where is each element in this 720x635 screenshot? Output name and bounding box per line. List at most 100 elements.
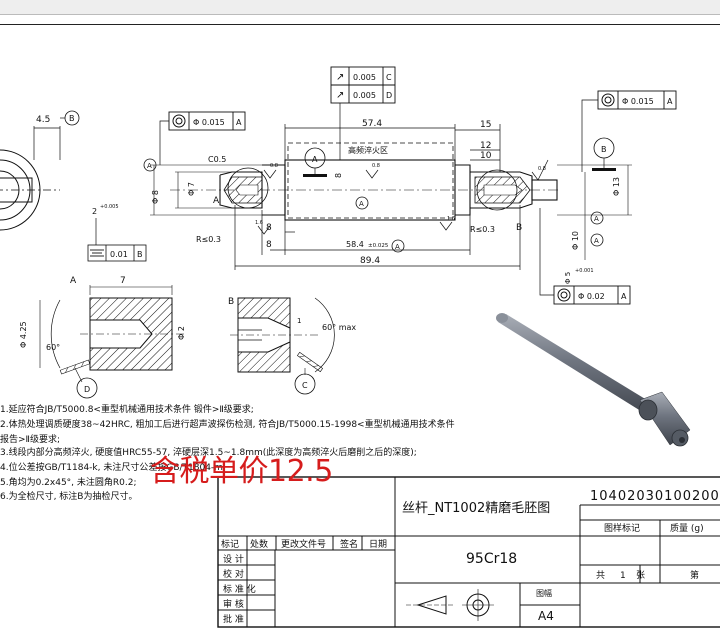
svg-text:B: B bbox=[601, 145, 607, 154]
runout-icon: ↗ bbox=[336, 90, 344, 101]
ra-0-8b: 0.8 bbox=[270, 163, 278, 169]
svg-text:B: B bbox=[137, 250, 143, 259]
svg-text:C: C bbox=[302, 381, 308, 390]
dim-phi-5-tol: +0.001 bbox=[575, 268, 594, 274]
third-angle-projection-icon bbox=[406, 589, 494, 621]
role-2: 标 准 化 bbox=[223, 583, 256, 595]
svg-text:A: A bbox=[236, 118, 242, 127]
svg-text:2: 2 bbox=[92, 207, 97, 216]
dim-phi-10: Φ 10 bbox=[571, 231, 580, 250]
drawing-frame-top-border bbox=[0, 24, 720, 25]
concentricity-icon bbox=[557, 288, 571, 302]
svg-text:A: A bbox=[594, 215, 599, 223]
svg-text:A: A bbox=[312, 155, 318, 164]
label-total: 共 bbox=[596, 570, 605, 581]
dim-phi-7: Φ 7 bbox=[187, 182, 196, 196]
dim-58-4-tol: ±0.025 bbox=[368, 243, 389, 249]
role-4: 批 准 bbox=[223, 613, 244, 625]
ra-0-8a: 0.8 bbox=[372, 163, 380, 169]
dim-89-4: 89.4 bbox=[360, 256, 380, 266]
bottom-dimensions bbox=[234, 205, 521, 270]
format-value: A4 bbox=[538, 609, 554, 623]
dim-4-5: 4.5 bbox=[33, 115, 61, 160]
dim-r-0-3-right: R≤0.3 bbox=[470, 225, 495, 234]
top-dimensions bbox=[284, 124, 501, 172]
svg-text:60° max: 60° max bbox=[322, 323, 356, 332]
dim-15: 15 bbox=[480, 120, 491, 130]
note-6: 5.角均为0.2x45°, 未注圆角R0.2; bbox=[0, 478, 137, 488]
dim-8b: 8 bbox=[266, 240, 272, 250]
fcf-concentricity-bottom: Φ 0.02 A bbox=[539, 208, 631, 305]
shaft-3d-render bbox=[496, 313, 691, 447]
format-label: 图幅 bbox=[536, 588, 552, 598]
surface-finish-marks bbox=[257, 159, 549, 235]
svg-text:D: D bbox=[84, 385, 90, 394]
datum-marker-a-main: A bbox=[303, 147, 327, 177]
svg-text:7: 7 bbox=[120, 276, 126, 286]
label-mass: 质量 (g) bbox=[670, 522, 704, 534]
svg-text:1: 1 bbox=[297, 317, 301, 325]
svg-text:C: C bbox=[386, 73, 392, 82]
dim-phi-13: Φ 13 bbox=[612, 177, 621, 196]
right-center-hole-section bbox=[474, 176, 531, 204]
label-page: 第 bbox=[690, 569, 699, 581]
svg-text:+0.005: +0.005 bbox=[100, 204, 119, 210]
dim-phi-5: Φ 5 bbox=[564, 272, 572, 284]
datum-marker-b-right: B bbox=[592, 137, 616, 171]
note-7: 6.为全检尺寸, 标注B为抽检尺寸。 bbox=[0, 492, 138, 502]
datum-marker-a-right1: A bbox=[590, 211, 604, 225]
dim-10: 10 bbox=[480, 151, 492, 161]
rev-header-2: 更改文件号 bbox=[281, 538, 326, 550]
dim-phi-8: Φ 8 bbox=[151, 190, 160, 204]
ra-1-6b: 1.6 bbox=[255, 220, 263, 226]
svg-text:60°: 60° bbox=[46, 343, 60, 352]
note-3: 报告>Ⅱ级要求; bbox=[0, 435, 61, 445]
ra-1-6a: 1.6 bbox=[447, 216, 455, 222]
fcf-symmetry: 2 +0.005 0.01 B bbox=[87, 204, 147, 262]
svg-text:Φ 0.02: Φ 0.02 bbox=[578, 292, 605, 301]
svg-text:A: A bbox=[359, 200, 364, 208]
svg-text:A: A bbox=[213, 196, 220, 206]
svg-text:0.01: 0.01 bbox=[110, 250, 128, 259]
dim-c0-5: C0.5 bbox=[208, 155, 226, 164]
dim-8a: 8 bbox=[266, 223, 272, 233]
runout-icon: ↗ bbox=[336, 72, 344, 83]
label-sheet: 张 bbox=[636, 570, 645, 581]
rev-header-4: 日期 bbox=[369, 539, 387, 550]
material: 95Cr18 bbox=[466, 551, 517, 567]
svg-text:Φ 0.015: Φ 0.015 bbox=[193, 118, 225, 127]
fcf-runout-group: ↗ 0.005 C ↗ 0.005 D bbox=[330, 66, 396, 160]
price-overlay: 含税单价12.5 bbox=[150, 454, 333, 489]
dim-r-0-3-left: R≤0.3 bbox=[196, 235, 221, 244]
concentricity-icon bbox=[172, 114, 186, 128]
svg-text:B: B bbox=[516, 223, 522, 233]
svg-text:B: B bbox=[69, 114, 75, 123]
viewer-toolbar-strip bbox=[0, 0, 720, 15]
dim-57-4: 57.4 bbox=[362, 119, 382, 129]
rev-header-0: 标记 bbox=[221, 538, 239, 550]
concentricity-icon bbox=[601, 93, 615, 107]
hardened-zone: 高频淬火区 bbox=[287, 142, 454, 219]
left-center-hole-section bbox=[223, 176, 263, 204]
datum-marker-a-right2: A bbox=[590, 233, 604, 247]
detail-a-view: A 7 Φ 4.25 60° Φ 2 D bbox=[19, 276, 186, 399]
zone-label: 高频淬火区 bbox=[348, 145, 388, 155]
svg-text:D: D bbox=[386, 91, 392, 100]
note-1: 1.延应符合JB/T5000.8<重型机械通用技术条件 锻件>Ⅱ级要求; bbox=[0, 405, 254, 415]
rev-header-1: 处数 bbox=[250, 538, 268, 550]
svg-text:A: A bbox=[594, 237, 599, 245]
dim-8-label: 8 bbox=[334, 173, 343, 178]
fcf-concentricity-left: Φ 0.015 A bbox=[159, 111, 246, 165]
svg-text:A: A bbox=[70, 276, 77, 286]
svg-text:A: A bbox=[621, 292, 627, 301]
role-3: 审 核 bbox=[223, 598, 244, 610]
dim-phi-lines bbox=[150, 164, 632, 260]
dim-12: 12 bbox=[480, 141, 491, 151]
svg-text:A: A bbox=[667, 97, 673, 106]
detail-circle-a: A bbox=[213, 167, 269, 209]
datum-marker-a-bottom: A bbox=[391, 239, 405, 253]
detail-circle-b: B bbox=[476, 169, 522, 233]
svg-text:0.005: 0.005 bbox=[353, 91, 376, 100]
note-5: 4.位公差按GB/T1184-k, 未注尺寸公差按GB/T1804-m; bbox=[0, 463, 226, 473]
fcf-concentricity-right: Φ 0.015 A bbox=[581, 90, 677, 172]
